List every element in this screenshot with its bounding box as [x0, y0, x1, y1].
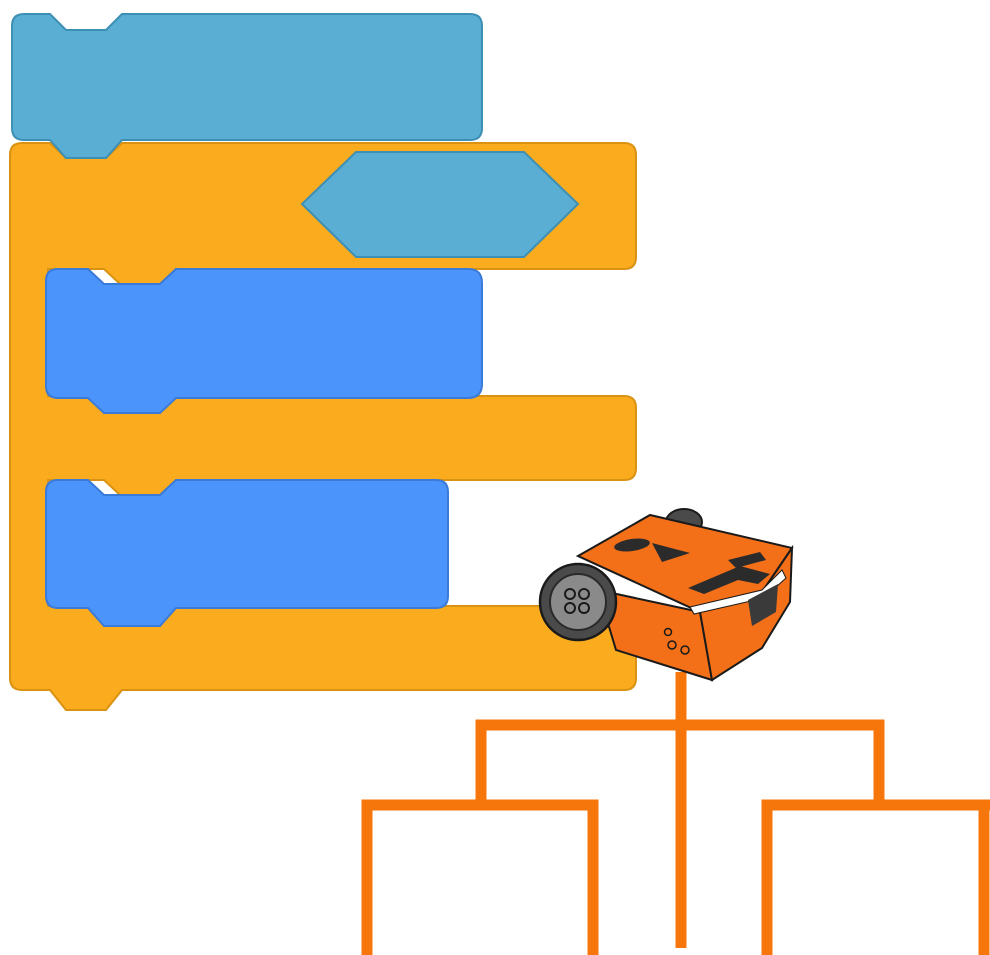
- branch-diagram: [367, 672, 990, 955]
- then-action-block[interactable]: [46, 269, 482, 413]
- event-block[interactable]: [12, 14, 482, 158]
- tree-right-branch: [767, 805, 990, 955]
- condition-slot[interactable]: [302, 152, 578, 257]
- else-action-block[interactable]: [46, 480, 448, 626]
- tree-left-branch: [367, 805, 593, 955]
